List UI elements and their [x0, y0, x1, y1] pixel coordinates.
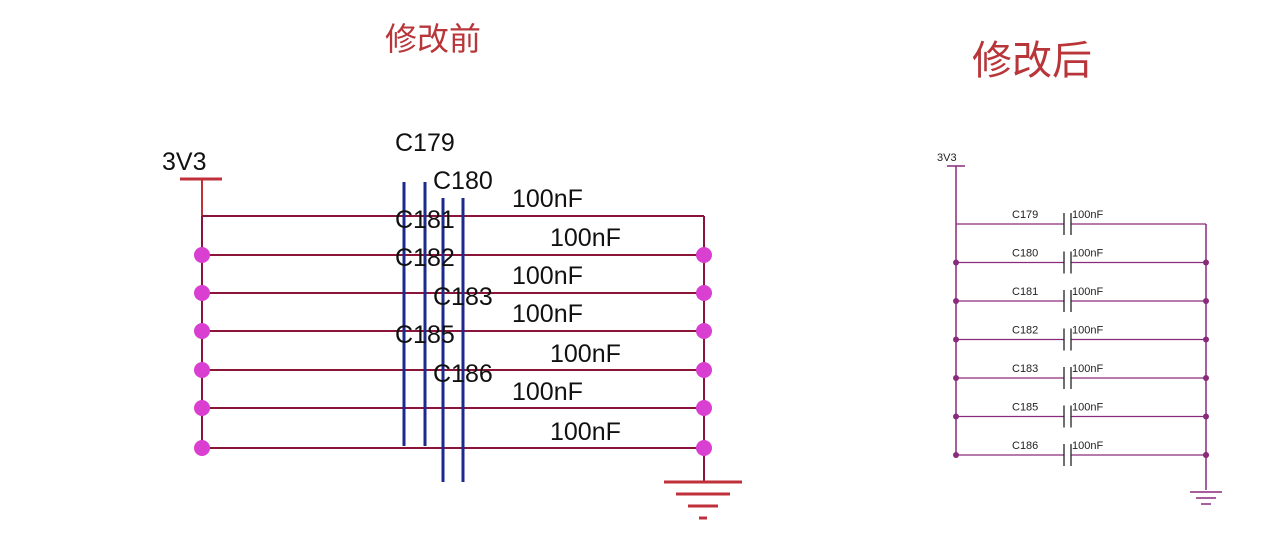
cap-value: 100nF — [512, 300, 583, 328]
ground-symbol — [1190, 491, 1222, 505]
ground-symbol — [664, 480, 742, 520]
horizontal-wires — [202, 215, 704, 449]
capacitor-plates — [402, 182, 465, 482]
junction-dot — [194, 323, 210, 339]
schematic-before: 3V3 C179 C180 C181 C182 C183 C185 C186 1… — [162, 129, 742, 520]
junction-dot — [953, 452, 959, 458]
power-net-label: 3V3 — [162, 148, 206, 176]
cap-designator: C186 — [1012, 440, 1038, 452]
junction-dot — [953, 375, 959, 381]
junction-dot — [194, 362, 210, 378]
junction-dot — [1203, 298, 1209, 304]
cap-value: 100nF — [1072, 440, 1103, 452]
cap-value: 100nF — [550, 224, 621, 252]
junction-dot — [194, 440, 210, 456]
designator-labels: C179 C180 C181 C182 C183 C185 C186 — [395, 129, 493, 388]
cap-designator: C180 — [433, 167, 493, 195]
cap-value: 100nF — [1072, 209, 1103, 221]
cap-designator: C180 — [1012, 248, 1038, 260]
cap-designator: C181 — [395, 206, 455, 234]
junction-dot — [696, 247, 712, 263]
junction-dot — [1203, 413, 1209, 420]
junction-dot — [1203, 452, 1209, 458]
junction-dot — [953, 413, 959, 420]
junction-dot — [953, 336, 959, 343]
cap-designator: C182 — [1012, 325, 1038, 337]
cap-value: 100nF — [550, 340, 621, 368]
cap-value: 100nF — [1072, 402, 1103, 414]
junction-dot — [696, 323, 712, 339]
junction-dot — [194, 285, 210, 301]
capacitor-row: C186 100nF — [953, 440, 1209, 466]
cap-designator: C185 — [1012, 402, 1038, 414]
cap-designator: C179 — [395, 129, 455, 157]
junction-dot — [953, 259, 959, 266]
cap-designator: C183 — [1012, 363, 1038, 375]
cap-value: 100nF — [1072, 363, 1103, 375]
junction-dot — [1203, 336, 1209, 343]
cap-designator: C186 — [433, 360, 493, 388]
cap-designator: C185 — [395, 321, 455, 349]
schematic-after: 3V3 C179 100nF C180 100nF C181 100nF C182 100nF… — [937, 152, 1222, 505]
capacitor-row: C181 100nF — [953, 286, 1209, 312]
cap-value: 100nF — [512, 262, 583, 290]
cap-value: 100nF — [1072, 325, 1103, 337]
junction-dot — [1203, 375, 1209, 381]
capacitor-row: C185 100nF — [953, 402, 1209, 428]
capacitor-row: C182 100nF — [953, 325, 1209, 351]
cap-value: 100nF — [512, 378, 583, 406]
capacitor-row: C179 100nF — [956, 209, 1206, 235]
junction-dot — [194, 400, 210, 416]
junction-dot — [1203, 259, 1209, 266]
junction-dot — [696, 440, 712, 456]
cap-value: 100nF — [1072, 248, 1103, 260]
cap-value: 100nF — [1072, 286, 1103, 298]
junction-dot — [696, 285, 712, 301]
junction-dot — [194, 247, 210, 263]
capacitor-row: C183 100nF — [953, 363, 1209, 389]
junction-dot — [696, 400, 712, 416]
junction-dots — [194, 247, 712, 456]
power-net-label: 3V3 — [937, 152, 957, 164]
capacitor-row: C180 100nF — [953, 248, 1209, 274]
title-before: 修改前 — [385, 20, 482, 58]
cap-designator: C181 — [1012, 286, 1038, 298]
cap-designator: C179 — [1012, 209, 1038, 221]
cap-value: 100nF — [550, 418, 621, 446]
cap-designator: C183 — [433, 283, 493, 311]
junction-dot — [696, 362, 712, 378]
cap-designator: C182 — [395, 244, 455, 272]
junction-dot — [953, 298, 959, 304]
cap-value: 100nF — [512, 185, 583, 213]
title-after: 修改后 — [972, 38, 1092, 84]
value-labels: 100nF 100nF 100nF 100nF 100nF 100nF 100n… — [512, 185, 621, 446]
